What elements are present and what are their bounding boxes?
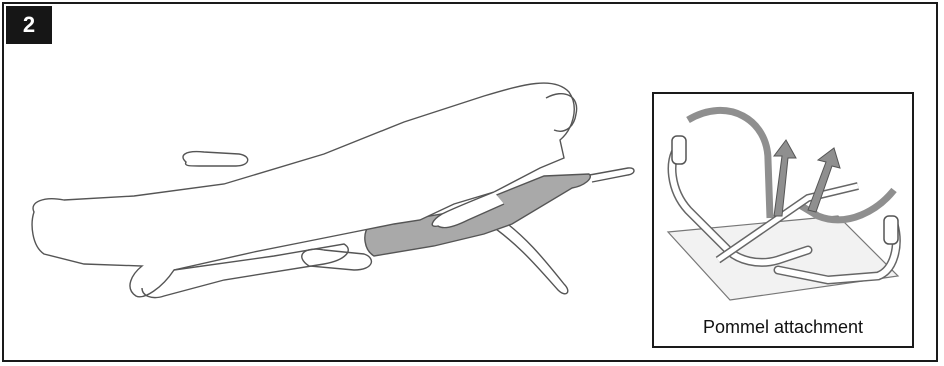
person-outline-icon bbox=[32, 83, 574, 297]
sling-shoulder-strap bbox=[584, 168, 634, 182]
person-on-sling-illustration bbox=[24, 74, 644, 334]
pommel-inset: Pommel attachment bbox=[652, 92, 914, 348]
inset-caption: Pommel attachment bbox=[654, 317, 912, 338]
right-buckle bbox=[884, 216, 898, 244]
left-buckle bbox=[672, 136, 686, 164]
figure-frame: 2 bbox=[2, 2, 938, 362]
leg-loop-strap-bottom bbox=[302, 249, 372, 270]
pommel-attachment-illustration bbox=[658, 100, 908, 308]
top-strap bbox=[688, 110, 770, 218]
leg-loop-strap-top bbox=[183, 152, 248, 166]
arrow-up-icon-2 bbox=[808, 148, 840, 212]
step-number-badge: 2 bbox=[6, 6, 52, 44]
